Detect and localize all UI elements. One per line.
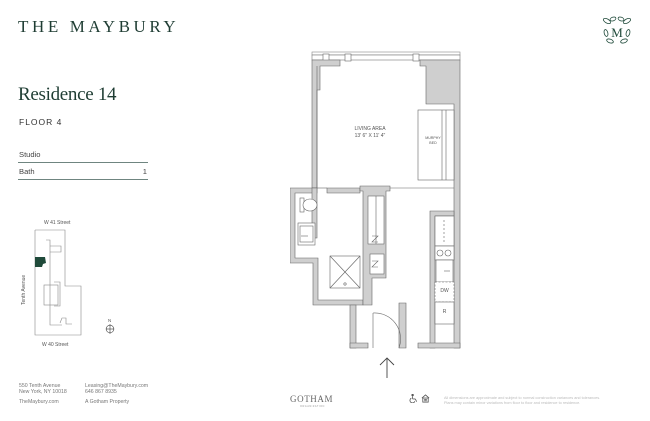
residence-highlight	[35, 257, 46, 267]
brand-title: THE MAYBURY	[18, 17, 180, 36]
key-plan-north-street: W 41 Street	[44, 220, 71, 226]
website-link[interactable]: TheMaybury.com	[19, 399, 59, 405]
residence-title: Residence 14	[18, 84, 117, 105]
room-dimensions-label: 13' 6" X 11' 4"	[354, 133, 386, 139]
entry-arrow-icon	[379, 357, 395, 378]
spec-label: Studio	[19, 150, 41, 159]
dishwasher-label: DW	[440, 288, 449, 294]
room-name-label: LIVING AREA	[354, 126, 386, 132]
floor-label: FLOOR 4	[19, 117, 63, 127]
gotham-logo: GOTHAM	[290, 394, 334, 404]
disclaimer-line-1: All dimensions are approximate and subje…	[444, 396, 601, 400]
murphy-bed-label-2: BED	[429, 141, 437, 145]
email-link[interactable]: Leasing@TheMaybury.com	[85, 383, 149, 389]
refrigerator-label: R	[442, 309, 447, 315]
address-line-2: New York, NY 10018	[19, 389, 67, 395]
north-compass-icon	[105, 324, 115, 334]
murphy-bed-label: MURPHY	[425, 136, 441, 140]
key-plan-west-avenue: Tenth Avenue	[21, 274, 27, 305]
monogram-logo-icon: M	[602, 16, 632, 44]
accessibility-icon	[409, 394, 418, 403]
company-label: A Gotham Property	[85, 399, 130, 405]
spec-label: Bath	[19, 167, 35, 176]
gotham-logo-subtitle: ORGANIZATION	[300, 405, 325, 408]
floor-plan-drawing	[290, 51, 461, 349]
address-line-1: 550 Tenth Avenue	[19, 383, 61, 389]
spec-row-unit-type: Studio	[18, 148, 148, 163]
spec-value: 1	[142, 167, 147, 176]
disclaimer-line-2: Plans may contain minor variations from …	[444, 401, 581, 405]
key-plan-south-street: W 40 Street	[42, 342, 69, 348]
svg-text:M: M	[611, 25, 623, 40]
spec-row-bath: Bath 1	[18, 165, 148, 180]
equal-housing-icon	[421, 394, 430, 403]
north-label: N	[108, 318, 112, 323]
key-plan-map	[34, 229, 82, 336]
phone-number: 646 867 8935	[85, 389, 117, 395]
